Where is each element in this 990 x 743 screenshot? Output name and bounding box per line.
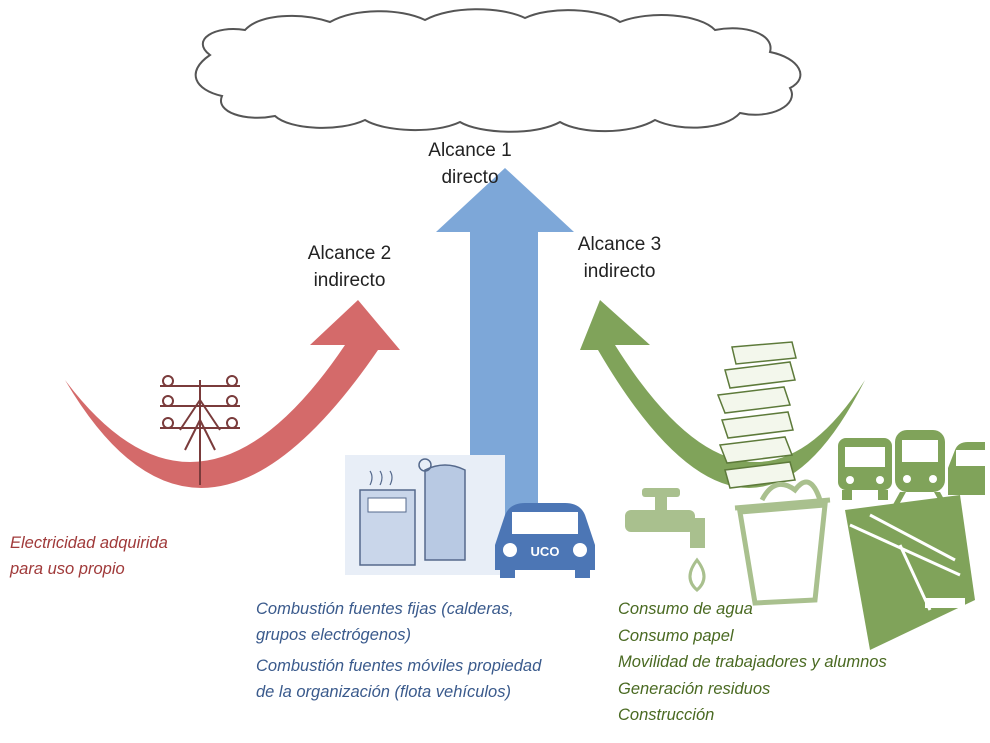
scope1-arrow: [436, 168, 574, 530]
car-badge-text: UCO: [531, 544, 560, 559]
scope2-label-line2: indirecto: [313, 270, 386, 291]
scope3-label-line2: indirecto: [583, 261, 656, 282]
scope2-caption: Electricidad adquirida para uso propio: [10, 530, 168, 582]
cloud-icon: [194, 8, 802, 133]
trash-bin-icon: [734, 479, 831, 606]
train-icon: [890, 430, 950, 510]
scope2-caption-line: para uso propio: [10, 560, 125, 578]
scope1-label-line1: Alcance 1: [428, 140, 512, 161]
paper-stack-icon: [716, 341, 797, 489]
electric-pole-icon: [160, 375, 240, 485]
scope3-caption: Consumo de agua Consumo papel Movilidad …: [618, 596, 887, 729]
scope1-caption: Combustión fuentes fijas (calderas, grup…: [256, 596, 541, 705]
scope3-caption-line: Consumo de agua: [618, 600, 753, 618]
water-faucet-icon: [625, 488, 706, 592]
scope1-label-line2: directo: [441, 167, 499, 188]
scope3-arrow: [580, 300, 865, 488]
construction-crane-icon: [845, 495, 975, 650]
scope1-caption-line: Combustión fuentes fijas (calderas,: [256, 600, 514, 618]
scope1-label: Alcance 1 directo: [415, 137, 525, 191]
scope3-label: Alcance 3 indirecto: [562, 231, 677, 285]
scope2-label: Alcance 2 indirecto: [292, 240, 407, 294]
small-car-icon: [948, 442, 985, 495]
scope1-caption-line: de la organización (flota vehículos): [256, 683, 511, 701]
scope2-label-line1: Alcance 2: [307, 243, 392, 264]
scope2-caption-line: Electricidad adquirida: [10, 534, 168, 552]
scope2-arrow: [65, 300, 400, 488]
scope3-label-line1: Alcance 3: [577, 234, 662, 255]
bus-icon: [838, 438, 892, 500]
scope3-caption-line: Consumo papel: [618, 626, 734, 645]
boiler-equipment-icon: [345, 455, 505, 575]
scope3-caption-line: Generación residuos: [618, 679, 771, 698]
scope3-caption-line: Movilidad de trabajadores y alumnos: [618, 653, 887, 671]
scope1-caption-line: Combustión fuentes móviles propiedad: [256, 657, 542, 675]
scope3-caption-line: Construcción: [618, 706, 715, 724]
scope1-caption-line: grupos electrógenos): [256, 626, 412, 644]
car-icon: UCO: [495, 503, 595, 578]
